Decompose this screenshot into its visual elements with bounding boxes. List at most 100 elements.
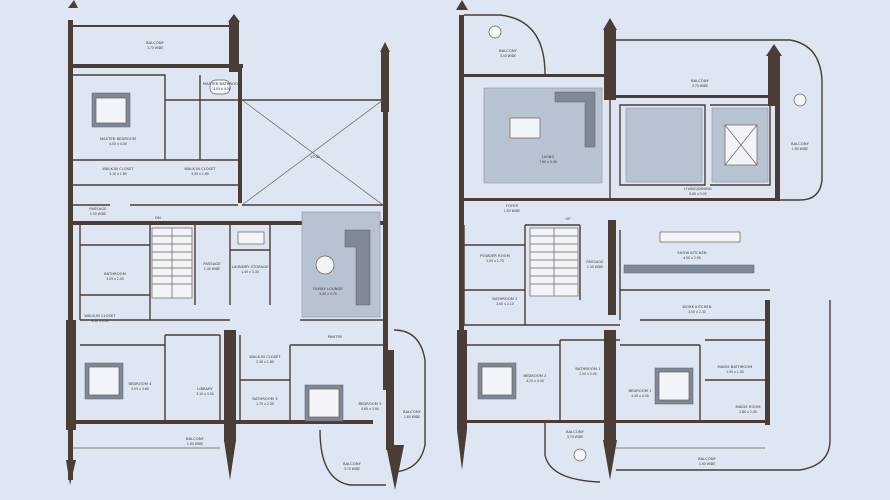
r-balcony-chair3 — [573, 448, 587, 462]
wall-left-top — [73, 64, 243, 68]
label-r-passage: PASSAGE — [586, 260, 604, 264]
wall-left-west — [68, 20, 73, 480]
balcony-br-curve — [319, 429, 386, 486]
balcony-right-curve — [393, 329, 426, 473]
label-master-bath: MASTER BATHROOM — [203, 82, 241, 86]
dim-r-balcony-right: 1.60 WIDE — [792, 147, 808, 151]
pillar-l3-body — [381, 52, 389, 112]
wall-left-mid — [73, 221, 383, 225]
partition-master — [73, 74, 238, 206]
mark-pantry: PANTRY — [328, 335, 343, 339]
dim-r-balcony-top2: 3.70 WIDE — [692, 84, 708, 88]
dim-r-passage: 1.30 WIDE — [587, 265, 603, 269]
label-bathroom1: BATHROOM — [104, 272, 126, 276]
pillar-l5-body — [224, 330, 236, 442]
dim-bathroom1: 3.05 x 2.05 — [106, 277, 124, 281]
label-r-balcony-b1: BALCONY — [566, 430, 585, 434]
dim-passage2: 1.40 WIDE — [204, 267, 220, 271]
dim-master-bath: 4.05 x 4.30 — [213, 87, 231, 91]
dim-laundry: 1.45 x 3.30 — [241, 270, 259, 274]
pillar-r4b — [457, 430, 467, 470]
label-balcony-br: BALCONY — [343, 462, 362, 466]
label-r-work-kitchen: WORK KITCHEN — [682, 305, 711, 309]
label-bedroom4: BEDROOM 4 — [128, 382, 152, 386]
laundry-unit — [237, 231, 265, 245]
label-r-bathroom2: BATHROOM 2 — [492, 297, 517, 301]
coffee-table — [315, 255, 335, 275]
pillar-r6 — [608, 220, 616, 315]
dim-r-bathroom2: 3.00 x 2.10 — [496, 302, 514, 306]
label-r-living: LIVING — [542, 155, 555, 159]
label-laundry: LAUNDRY STORAGE — [232, 265, 269, 269]
r-living-rug — [483, 87, 603, 184]
r-bed2-sheet — [481, 366, 513, 396]
right-floor-plan: BALCONY 3.50 WIDE BALCONY 3.70 WIDE BALC… — [456, 0, 831, 483]
dim-passage1: 1.50 WIDE — [90, 212, 106, 216]
wall-left-balcony-line — [73, 25, 238, 27]
label-r-show-kitchen: SHOW KITCHEN — [677, 251, 706, 255]
label-balcony-right: BALCONY — [403, 410, 422, 414]
dim-walkin3: 3.50 x 2.00 — [91, 319, 109, 323]
partition-bottom — [80, 334, 383, 420]
pillar-r3-body — [768, 56, 780, 106]
dim-bedroom4: 5.05 x 3.60 — [131, 387, 149, 391]
dim-bathroom3: 2.70 x 2.30 — [256, 402, 274, 406]
label-r-balcony-b2: BALCONY — [698, 457, 717, 461]
pillar-r5-body — [604, 330, 616, 442]
dim-bedroom3: 4.60 x 3.90 — [361, 407, 379, 411]
wall-right-bottom — [464, 420, 769, 423]
wall-right-east — [775, 60, 780, 200]
label-passage1: PASSAGE — [89, 207, 107, 211]
label-r-dining: LIVING/DINING — [684, 187, 712, 191]
dim-r-powder: 2.00 x 1.70 — [486, 259, 504, 263]
label-bedroom3: BEDROOM 3 — [358, 402, 381, 406]
pillar-r1 — [456, 0, 468, 10]
r-bed1-sheet — [658, 371, 690, 401]
label-r-balcony-top2: BALCONY — [691, 79, 710, 83]
wall-right-mid — [464, 198, 780, 201]
pillar-l6 — [386, 445, 404, 490]
dim-r-maids-room: 2.80 x 2.40 — [739, 410, 757, 414]
dim-r-balcony-top: 3.50 WIDE — [500, 54, 516, 58]
master-bed-sheet — [95, 97, 127, 124]
pillar-r4 — [457, 330, 467, 430]
stairs-right — [529, 227, 579, 297]
left-floor-plan: BALCONY 3.70 WIDE MASTER BATHROOM 4.05 x… — [66, 0, 426, 490]
dim-r-balcony-b1: 3.70 WIDE — [567, 435, 583, 439]
dim-r-work-kitchen: 3.50 x 2.30 — [688, 310, 706, 314]
dim-balcony-bottom: 1.60 WIDE — [187, 442, 203, 446]
pillar-l1 — [68, 0, 78, 8]
r-dining-cross — [724, 124, 758, 166]
r-dining-rug — [625, 107, 703, 183]
label-bathroom3: BATHROOM 3 — [252, 397, 277, 401]
wall-left-east-upper — [238, 68, 242, 203]
sofa-l — [344, 229, 371, 306]
label-walkin4: WALK-IN CLOSET — [249, 355, 281, 359]
dim-r-bedroom2: 4.20 x 4.30 — [526, 379, 544, 383]
label-balcony-bottom: BALCONY — [186, 437, 205, 441]
label-r-powder: POWDER ROOM — [480, 254, 510, 258]
dim-balcony-top: 3.70 WIDE — [147, 46, 163, 50]
wall-left-east — [383, 90, 388, 390]
pillar-r3 — [766, 44, 782, 56]
dim-r-foyer: 1.60 WIDE — [504, 209, 520, 213]
r-balcony-top2-curve — [616, 39, 823, 201]
dim-library: 3.10 x 4.50 — [196, 392, 214, 396]
wall-left-bottom — [73, 420, 373, 424]
dim-r-dining: 8.80 x 5.05 — [689, 192, 707, 196]
label-walkin1: WALK-IN CLOSET — [102, 167, 134, 171]
r-counter — [623, 264, 755, 274]
label-r-bedroom1: BEDROOM 1 — [628, 389, 651, 393]
r-balcony-chair2 — [793, 93, 807, 107]
label-r-balcony-right: BALCONY — [791, 142, 810, 146]
r-balcony-bottom2-curve — [616, 300, 831, 471]
pillar-l2 — [228, 14, 240, 22]
pillar-l5 — [224, 440, 236, 480]
pillar-l2-body — [229, 22, 239, 72]
wall-right-top — [464, 74, 610, 77]
label-r-bedroom2: BEDROOM 2 — [523, 374, 546, 378]
pillar-l3 — [380, 42, 390, 52]
label-r-foyer: FOYER — [506, 204, 519, 208]
label-passage2: PASSAGE — [203, 262, 221, 266]
